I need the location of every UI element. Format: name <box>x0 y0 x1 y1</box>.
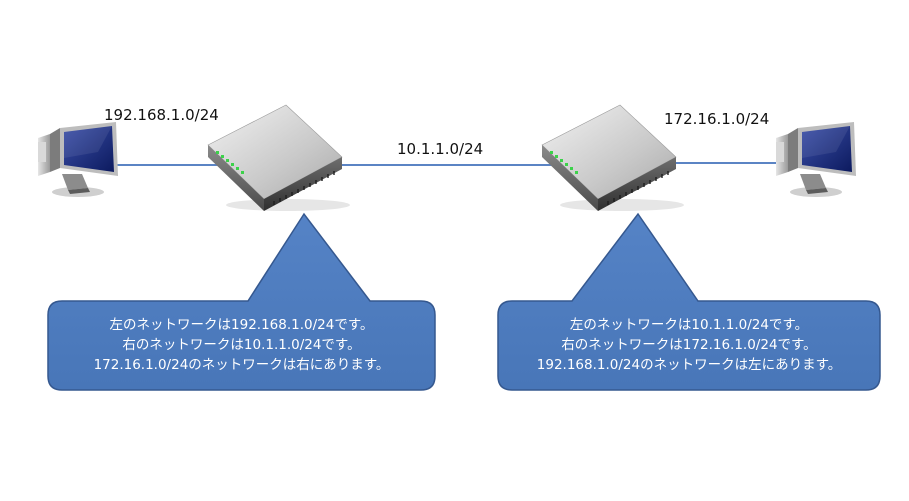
callout-left-text: 左のネットワークは192.168.1.0/24です。 右のネットワークは10.1… <box>48 315 435 375</box>
desktop-computer-icon <box>776 122 856 197</box>
callout-right-text: 左のネットワークは10.1.1.0/24です。 右のネットワークは172.16.… <box>498 315 880 375</box>
callout-left-bubble <box>47 212 436 391</box>
router-icon <box>541 104 684 211</box>
callout-right-line: 192.168.1.0/24のネットワークは左にあります。 <box>536 357 842 373</box>
network-label-left: 192.168.1.0/24 <box>104 106 219 124</box>
callout-right-line: 右のネットワークは172.16.1.0/24です。 <box>561 337 817 353</box>
callout-left-line: 右のネットワークは10.1.1.0/24です。 <box>122 337 361 353</box>
router-icon <box>207 104 350 211</box>
callout-right-bubble <box>497 212 881 391</box>
callout-right-line: 左のネットワークは10.1.1.0/24です。 <box>569 317 809 333</box>
callout-left-line: 左のネットワークは192.168.1.0/24です。 <box>109 317 374 333</box>
desktop-computer-icon <box>38 122 118 197</box>
network-label-middle: 10.1.1.0/24 <box>397 140 484 158</box>
network-label-right: 172.16.1.0/24 <box>664 110 770 128</box>
callout-left-line: 172.16.1.0/24のネットワークは右にあります。 <box>93 357 390 373</box>
